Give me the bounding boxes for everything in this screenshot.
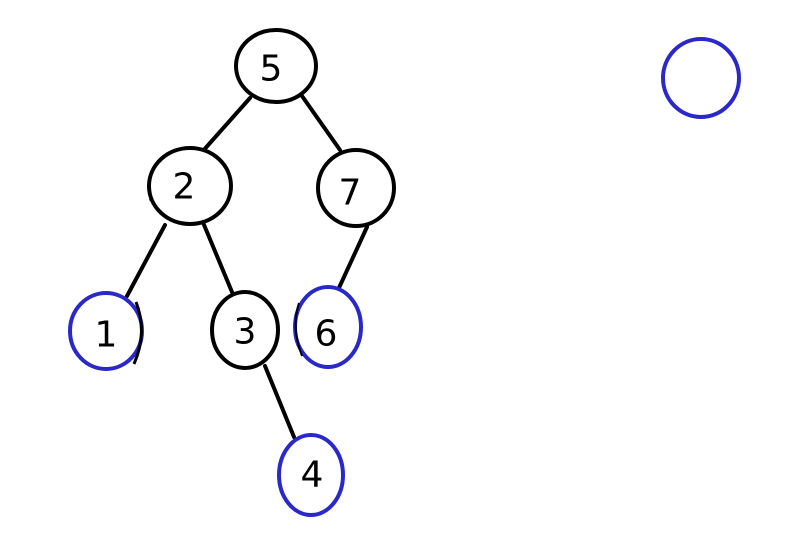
- tree-node-2: 2: [147, 146, 233, 226]
- tree-node-4: 4: [277, 433, 345, 517]
- tree-node-7: 7: [316, 148, 396, 228]
- edge-3-4: [263, 364, 296, 439]
- edge-5-7: [300, 94, 342, 152]
- tree-node-3: 3: [210, 290, 280, 370]
- edge-2-3: [200, 218, 234, 294]
- node-label-1: 1: [95, 315, 118, 356]
- node-label-2: 2: [173, 167, 196, 208]
- edge-7-6: [336, 225, 369, 292]
- edge-2-1: [125, 223, 167, 298]
- node-label-4: 4: [301, 455, 324, 496]
- tree-node-6: 6: [293, 285, 363, 369]
- node-label-5: 5: [260, 49, 283, 90]
- tree-node-empty: [661, 37, 741, 119]
- node-label-3: 3: [234, 312, 257, 353]
- node-label-7: 7: [339, 173, 362, 214]
- edge-5-2: [200, 96, 252, 154]
- tree-node-1: 1: [68, 291, 144, 371]
- tree-node-5: 5: [234, 28, 318, 104]
- node-label-6: 6: [315, 314, 338, 355]
